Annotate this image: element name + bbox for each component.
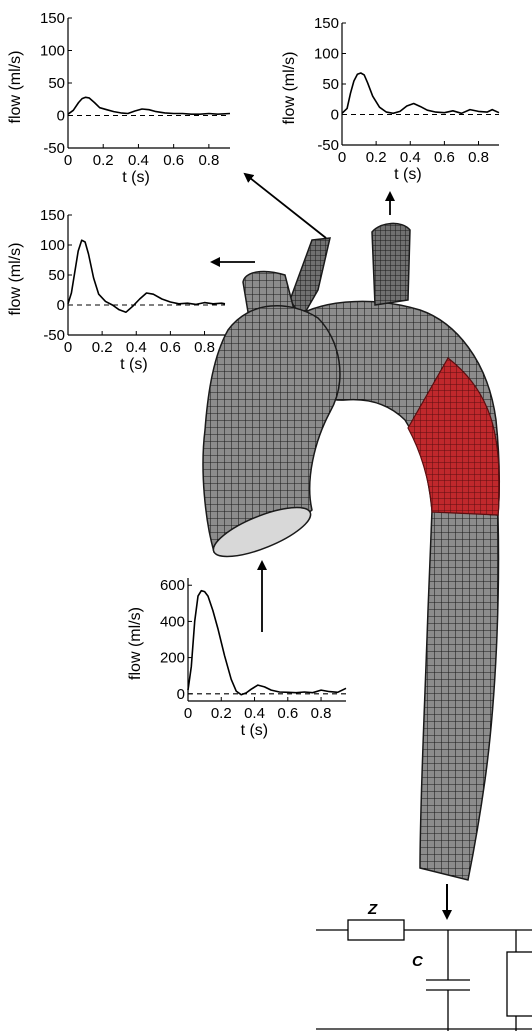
flow-curve xyxy=(68,97,230,114)
y-axis-label: flow (ml/s) xyxy=(127,607,144,680)
y-axis-label: flow (ml/s) xyxy=(281,52,298,125)
y-tick-label: 100 xyxy=(40,237,65,254)
flow-curve xyxy=(68,240,225,312)
flow-plot-top-right: 150100500-5000.20.40.60.8t (s)flow (ml/s… xyxy=(281,15,499,183)
y-tick-label: 100 xyxy=(40,43,65,60)
x-axis-label: t (s) xyxy=(241,722,269,739)
y-tick-label: 100 xyxy=(314,46,339,63)
y-tick-label: -50 xyxy=(43,140,65,157)
y-tick-label: 50 xyxy=(322,76,339,93)
x-tick-label: 0.6 xyxy=(277,705,298,722)
y-tick-label: 600 xyxy=(160,577,185,594)
flow-curve xyxy=(188,591,346,695)
y-axis-label: flow (ml/s) xyxy=(7,51,24,124)
y-tick-label: 150 xyxy=(40,207,65,224)
x-axis-label: t (s) xyxy=(122,169,150,186)
x-tick-label: 0.8 xyxy=(311,705,332,722)
x-tick-label: 0.4 xyxy=(244,705,265,722)
aorta-mesh xyxy=(203,223,499,880)
compliance-label: C xyxy=(412,953,424,970)
x-tick-label: 0.2 xyxy=(93,152,114,169)
x-tick-label: 0 xyxy=(338,149,346,166)
y-tick-label: -50 xyxy=(43,327,65,344)
windkessel-circuit xyxy=(316,920,532,1031)
y-tick-label: 0 xyxy=(57,297,65,314)
resistor-r xyxy=(507,952,532,1016)
x-tick-label: 0.2 xyxy=(366,149,387,166)
y-tick-label: 150 xyxy=(314,15,339,32)
y-tick-label: 200 xyxy=(160,650,185,667)
carotid-branch xyxy=(372,223,410,305)
x-tick-label: 0.6 xyxy=(163,152,184,169)
flow-plot-top-left: 150100500-5000.20.40.60.8t (s)flow (ml/s… xyxy=(7,10,230,186)
x-tick-label: 0 xyxy=(184,705,192,722)
y-tick-label: 0 xyxy=(331,107,339,124)
descending-aorta xyxy=(420,510,498,880)
y-tick-label: 400 xyxy=(160,613,185,630)
arrow-to-plot1 xyxy=(245,174,326,238)
y-tick-label: -50 xyxy=(317,137,339,154)
flow-plot-mid-left: 150100500-5000.20.40.60.8t (s)flow (ml/s… xyxy=(7,207,225,373)
x-tick-label: 0.6 xyxy=(160,339,181,356)
x-tick-label: 0.2 xyxy=(92,339,113,356)
flow-curve xyxy=(342,73,499,113)
x-tick-label: 0.2 xyxy=(211,705,232,722)
x-tick-label: 0.8 xyxy=(198,152,219,169)
y-tick-label: 50 xyxy=(48,267,65,284)
flow-plot-inlet: 600 400 200 0 0 0.2 0.4 0.6 0.8 t (s) flow (ml/s) xyxy=(127,577,346,739)
y-tick-label: 50 xyxy=(48,75,65,92)
impedance-label: Z xyxy=(367,901,378,918)
x-tick-label: 0.8 xyxy=(468,149,489,166)
y-axis-label: flow (ml/s) xyxy=(7,243,24,316)
x-tick-label: 0.6 xyxy=(434,149,455,166)
x-tick-label: 0 xyxy=(64,339,72,356)
y-tick-label: 150 xyxy=(40,10,65,27)
x-axis-label: t (s) xyxy=(394,166,422,183)
x-tick-label: 0 xyxy=(64,152,72,169)
x-tick-label: 0.4 xyxy=(128,152,149,169)
x-tick-label: 0.4 xyxy=(126,339,147,356)
y-tick-label: 0 xyxy=(57,108,65,125)
y-tick-label: 0 xyxy=(177,686,185,703)
x-tick-label: 0.4 xyxy=(400,149,421,166)
x-tick-label: 0.8 xyxy=(194,339,215,356)
x-axis-label: t (s) xyxy=(120,356,148,373)
resistor-z xyxy=(348,920,404,940)
